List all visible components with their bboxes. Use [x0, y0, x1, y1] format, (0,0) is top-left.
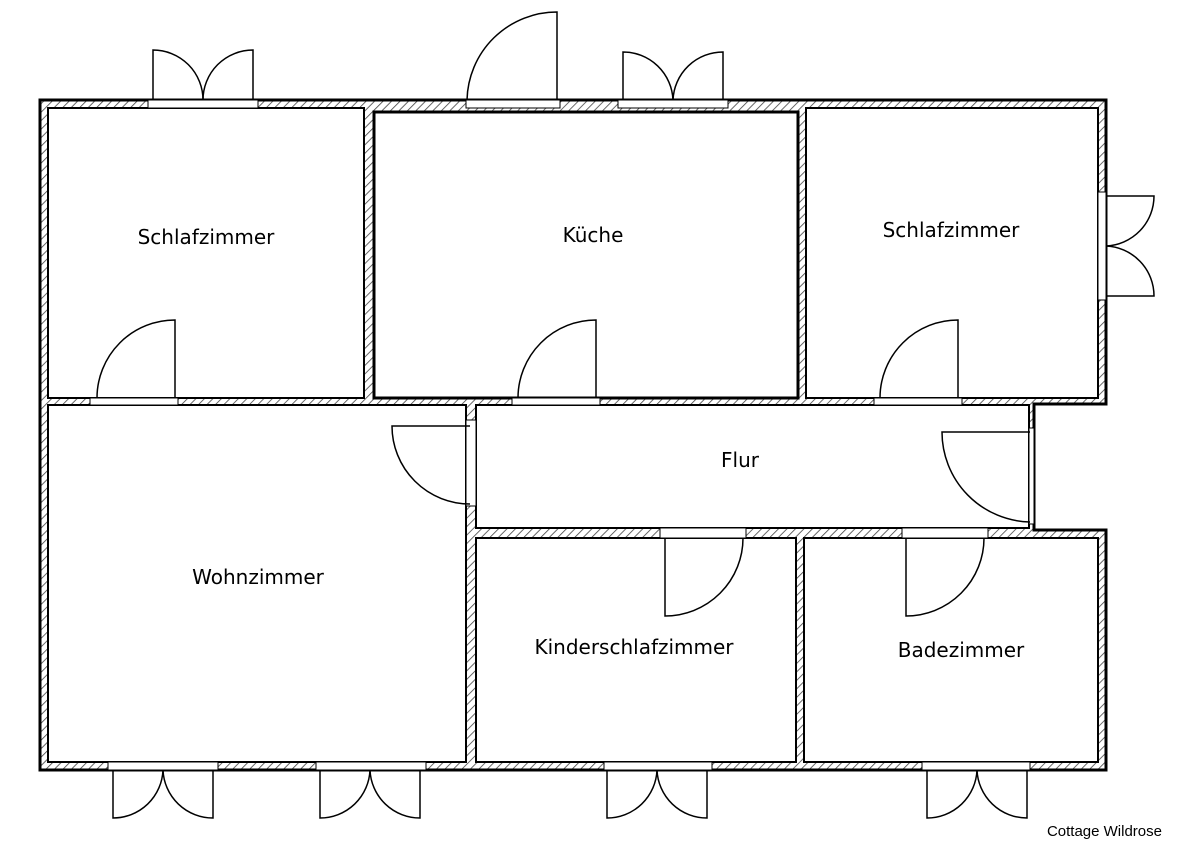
wall-openings: [89, 99, 1107, 771]
room-bathroom: [803, 537, 1099, 763]
label-bedroom-left: Schlafzimmer: [138, 225, 276, 249]
door-hallway-east: [941, 431, 1031, 523]
label-living-room: Wohnzimmer: [192, 565, 325, 589]
label-bathroom: Badezimmer: [898, 638, 1025, 662]
room-kids-bedroom: [475, 537, 797, 763]
door-right-double: [1105, 195, 1155, 297]
door-bedroom-right: [879, 319, 959, 399]
label-kids-bedroom: Kinderschlafzimmer: [534, 635, 734, 659]
label-bedroom-right: Schlafzimmer: [883, 218, 1021, 242]
door-kitchen: [517, 319, 597, 399]
door-bottom-1-double: [112, 769, 214, 819]
room-bedroom-left: [47, 107, 365, 399]
door-living-room: [391, 425, 471, 505]
door-bottom-3-double: [606, 769, 708, 819]
room-living-room: [47, 404, 467, 763]
doors: [96, 11, 1155, 819]
plan-caption: Cottage Wildrose: [1047, 823, 1162, 840]
label-kitchen: Küche: [563, 223, 624, 247]
door-top-kitchen: [466, 11, 558, 101]
door-bottom-2-double: [319, 769, 421, 819]
door-bedroom-left: [96, 319, 176, 399]
door-top-left-double: [152, 49, 254, 101]
door-kids-bedroom: [664, 537, 744, 617]
room-kitchen: [372, 110, 800, 400]
rooms: [47, 107, 1099, 763]
door-bathroom: [905, 537, 985, 617]
door-bottom-4-double: [926, 769, 1028, 819]
label-hallway: Flur: [721, 448, 760, 472]
door-top-right-double: [622, 51, 724, 101]
room-bedroom-right: [805, 107, 1099, 399]
